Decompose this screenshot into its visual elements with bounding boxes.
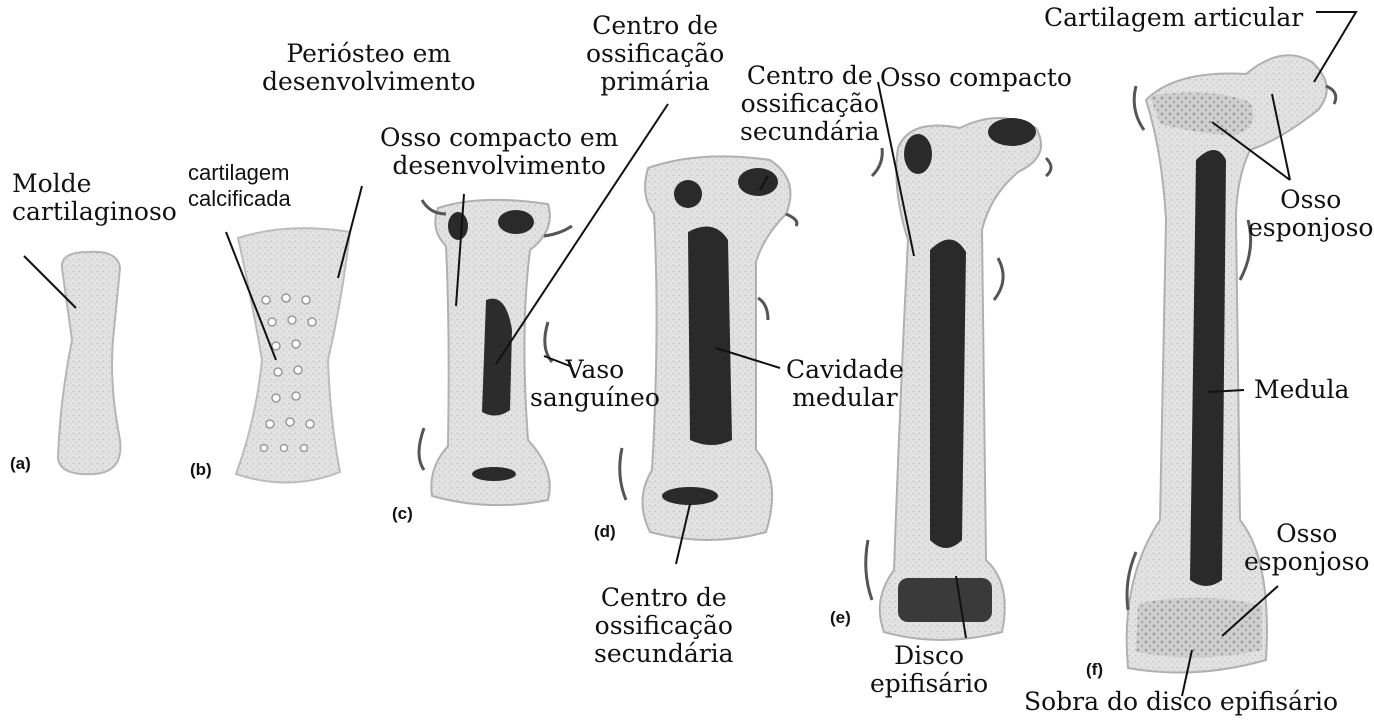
label-line: Centro de xyxy=(586,12,724,40)
label-osso-compacto-desenvolvimento: Osso compacto em desenvolvimento xyxy=(380,124,618,180)
label-line: desenvolvimento xyxy=(380,152,618,180)
label-line: ossificação xyxy=(740,90,880,118)
label-osso-esponjoso-top: Osso esponjoso xyxy=(1248,186,1373,242)
label-line: Molde xyxy=(12,170,177,198)
label-osso-compacto: Osso compacto xyxy=(880,64,1072,92)
label-line: desenvolvimento xyxy=(262,68,476,96)
label-line: sanguíneo xyxy=(530,384,660,412)
stage-c-bone xyxy=(419,200,572,505)
stage-tag-c: (c) xyxy=(392,504,413,524)
stage-tag-e: (e) xyxy=(830,608,851,628)
label-line: Centro de xyxy=(594,584,734,612)
label-centro-ossificacao-secundaria-bottom: Centro de ossificação secundária xyxy=(594,584,734,668)
stage-b-bone xyxy=(236,228,350,482)
label-line: cartilaginoso xyxy=(12,198,177,226)
label-line: esponjoso xyxy=(1248,214,1373,242)
label-osso-esponjoso-bottom: Osso esponjoso xyxy=(1244,520,1369,576)
stage-tag-d: (d) xyxy=(594,522,616,542)
label-line: Osso compacto em xyxy=(380,124,618,152)
label-line: primária xyxy=(586,68,724,96)
label-sobra-disco-epifisario: Sobra do disco epifisário xyxy=(1024,688,1338,716)
label-line: calcificada xyxy=(188,186,291,212)
label-line: Osso xyxy=(1248,186,1373,214)
label-cartilagem-articular: Cartilagem articular xyxy=(1044,4,1303,32)
label-line: ossificação xyxy=(586,40,724,68)
stage-tag-a: (a) xyxy=(10,454,31,474)
label-centro-ossificacao-primaria: Centro de ossificação primária xyxy=(586,12,724,96)
stage-tag-f: (f) xyxy=(1086,660,1103,680)
label-line: ossificação xyxy=(594,612,734,640)
label-molde-cartilaginoso: Molde cartilaginoso xyxy=(12,170,177,226)
label-line: Vaso xyxy=(530,356,660,384)
label-line: Osso xyxy=(1244,520,1369,548)
label-periosteo: Periósteo em desenvolvimento xyxy=(262,40,476,96)
label-cartilagem-calcificada: cartilagem calcificada xyxy=(188,160,291,212)
label-line: secundária xyxy=(740,118,880,146)
label-centro-ossificacao-secundaria-top: Centro de ossificação secundária xyxy=(740,62,880,146)
stage-d-bone xyxy=(620,156,797,540)
label-line: Periósteo em xyxy=(262,40,476,68)
stage-a-bone xyxy=(58,252,120,474)
label-vaso-sanguineo: Vaso sanguíneo xyxy=(530,356,660,412)
label-line: Disco xyxy=(870,642,988,670)
label-line: cartilagem xyxy=(188,160,291,186)
label-cavidade-medular: Cavidade medular xyxy=(786,356,904,412)
label-line: Centro de xyxy=(740,62,880,90)
stage-f-bone xyxy=(1127,55,1336,672)
stage-tag-b: (b) xyxy=(190,460,212,480)
label-line: Cavidade xyxy=(786,356,904,384)
label-line: medular xyxy=(786,384,904,412)
label-line: epifisário xyxy=(870,670,988,698)
label-disco-epifisario: Disco epifisário xyxy=(870,642,988,698)
label-line: esponjoso xyxy=(1244,548,1369,576)
label-medula: Medula xyxy=(1254,376,1349,404)
label-line: secundária xyxy=(594,640,734,668)
